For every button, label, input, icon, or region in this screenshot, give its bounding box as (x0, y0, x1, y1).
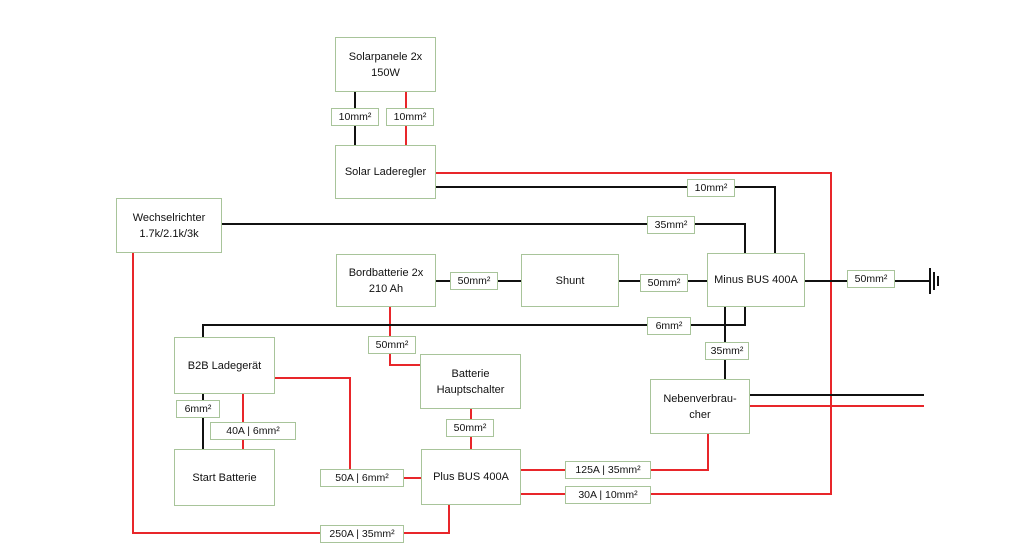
start-battery-box: Start Batterie (174, 449, 275, 506)
cable-label-minus-to-ground: 50mm² (847, 270, 895, 288)
shunt-label: Shunt (555, 274, 585, 287)
house-battery-line2: 210 Ah (368, 282, 404, 295)
solar-controller-box: Solar Laderegler (335, 145, 436, 199)
house-battery-box: Bordbatterie 2x 210 Ah (336, 254, 436, 307)
cable-label-b2b-to-start-positive: 40A | 6mm² (210, 422, 296, 440)
main-switch-line1: Batterie (451, 367, 490, 380)
cable-label-controller-to-minus: 10mm² (687, 179, 735, 197)
solar-panels-line1: Solarpanele 2x (348, 50, 423, 63)
cable-label-battery-to-switch: 50mm² (368, 336, 416, 354)
inverter-box: Wechselrichter 1.7k/2.1k/3k (116, 198, 222, 253)
wire-b2b-negative (202, 307, 746, 337)
aux-loads-line2: cher (689, 408, 711, 421)
cable-label-shunt-to-minus: 50mm² (640, 274, 688, 292)
b2b-charger-box: B2B Ladegerät (174, 337, 275, 394)
wire-controller-positive-rail (435, 172, 832, 495)
main-switch-line2: Hauptschalter (436, 383, 505, 396)
wire-inverter-positive (132, 252, 450, 534)
cable-label-minus-to-aux: 35mm² (705, 342, 749, 360)
minus-bus-label: Minus BUS 400A (714, 274, 798, 286)
cable-label-b2b-to-plus: 50A | 6mm² (320, 469, 404, 487)
start-battery-label: Start Batterie (192, 471, 257, 484)
cable-label-plus-to-inverter: 250A | 35mm² (320, 525, 404, 543)
cable-label-b2b-to-minus: 6mm² (647, 317, 691, 335)
cable-label-b2b-to-start-negative: 6mm² (176, 400, 220, 418)
solar-controller-label: Solar Laderegler (344, 166, 427, 178)
b2b-charger-label: B2B Ladegerät (187, 359, 262, 372)
solar-panels-line2: 150W (371, 66, 400, 79)
cable-label-solar-positive: 10mm² (386, 108, 434, 126)
inverter-line1: Wechselrichter (132, 211, 206, 224)
minus-bus-box: Minus BUS 400A (707, 253, 805, 307)
wire-battery-to-switch (389, 307, 420, 366)
shunt-box: Shunt (521, 254, 619, 307)
aux-loads-line1: Nebenverbrau- (663, 392, 737, 405)
cable-label-battery-to-shunt: 50mm² (450, 272, 498, 290)
plus-bus-label: Plus BUS 400A (433, 471, 509, 483)
wire-b2b-to-plus (275, 377, 421, 479)
wire-inverter-negative (222, 223, 746, 253)
house-battery-line1: Bordbatterie 2x (348, 266, 424, 279)
main-switch-box: Batterie Hauptschalter (420, 354, 521, 409)
solar-panels-box: Solarpanele 2x 150W (335, 37, 436, 92)
wire-controller-negative (435, 186, 776, 253)
aux-loads-box: Nebenverbrau- cher (650, 379, 750, 434)
cable-label-plus-to-aux: 125A | 35mm² (565, 461, 651, 479)
inverter-line2: 1.7k/2.1k/3k (139, 227, 199, 240)
cable-label-inverter-to-minus: 35mm² (647, 216, 695, 234)
plus-bus-box: Plus BUS 400A (421, 449, 521, 505)
cable-label-plus-to-controller: 30A | 10mm² (565, 486, 651, 504)
cable-label-solar-negative: 10mm² (331, 108, 379, 126)
cable-label-switch-to-plus: 50mm² (446, 419, 494, 437)
